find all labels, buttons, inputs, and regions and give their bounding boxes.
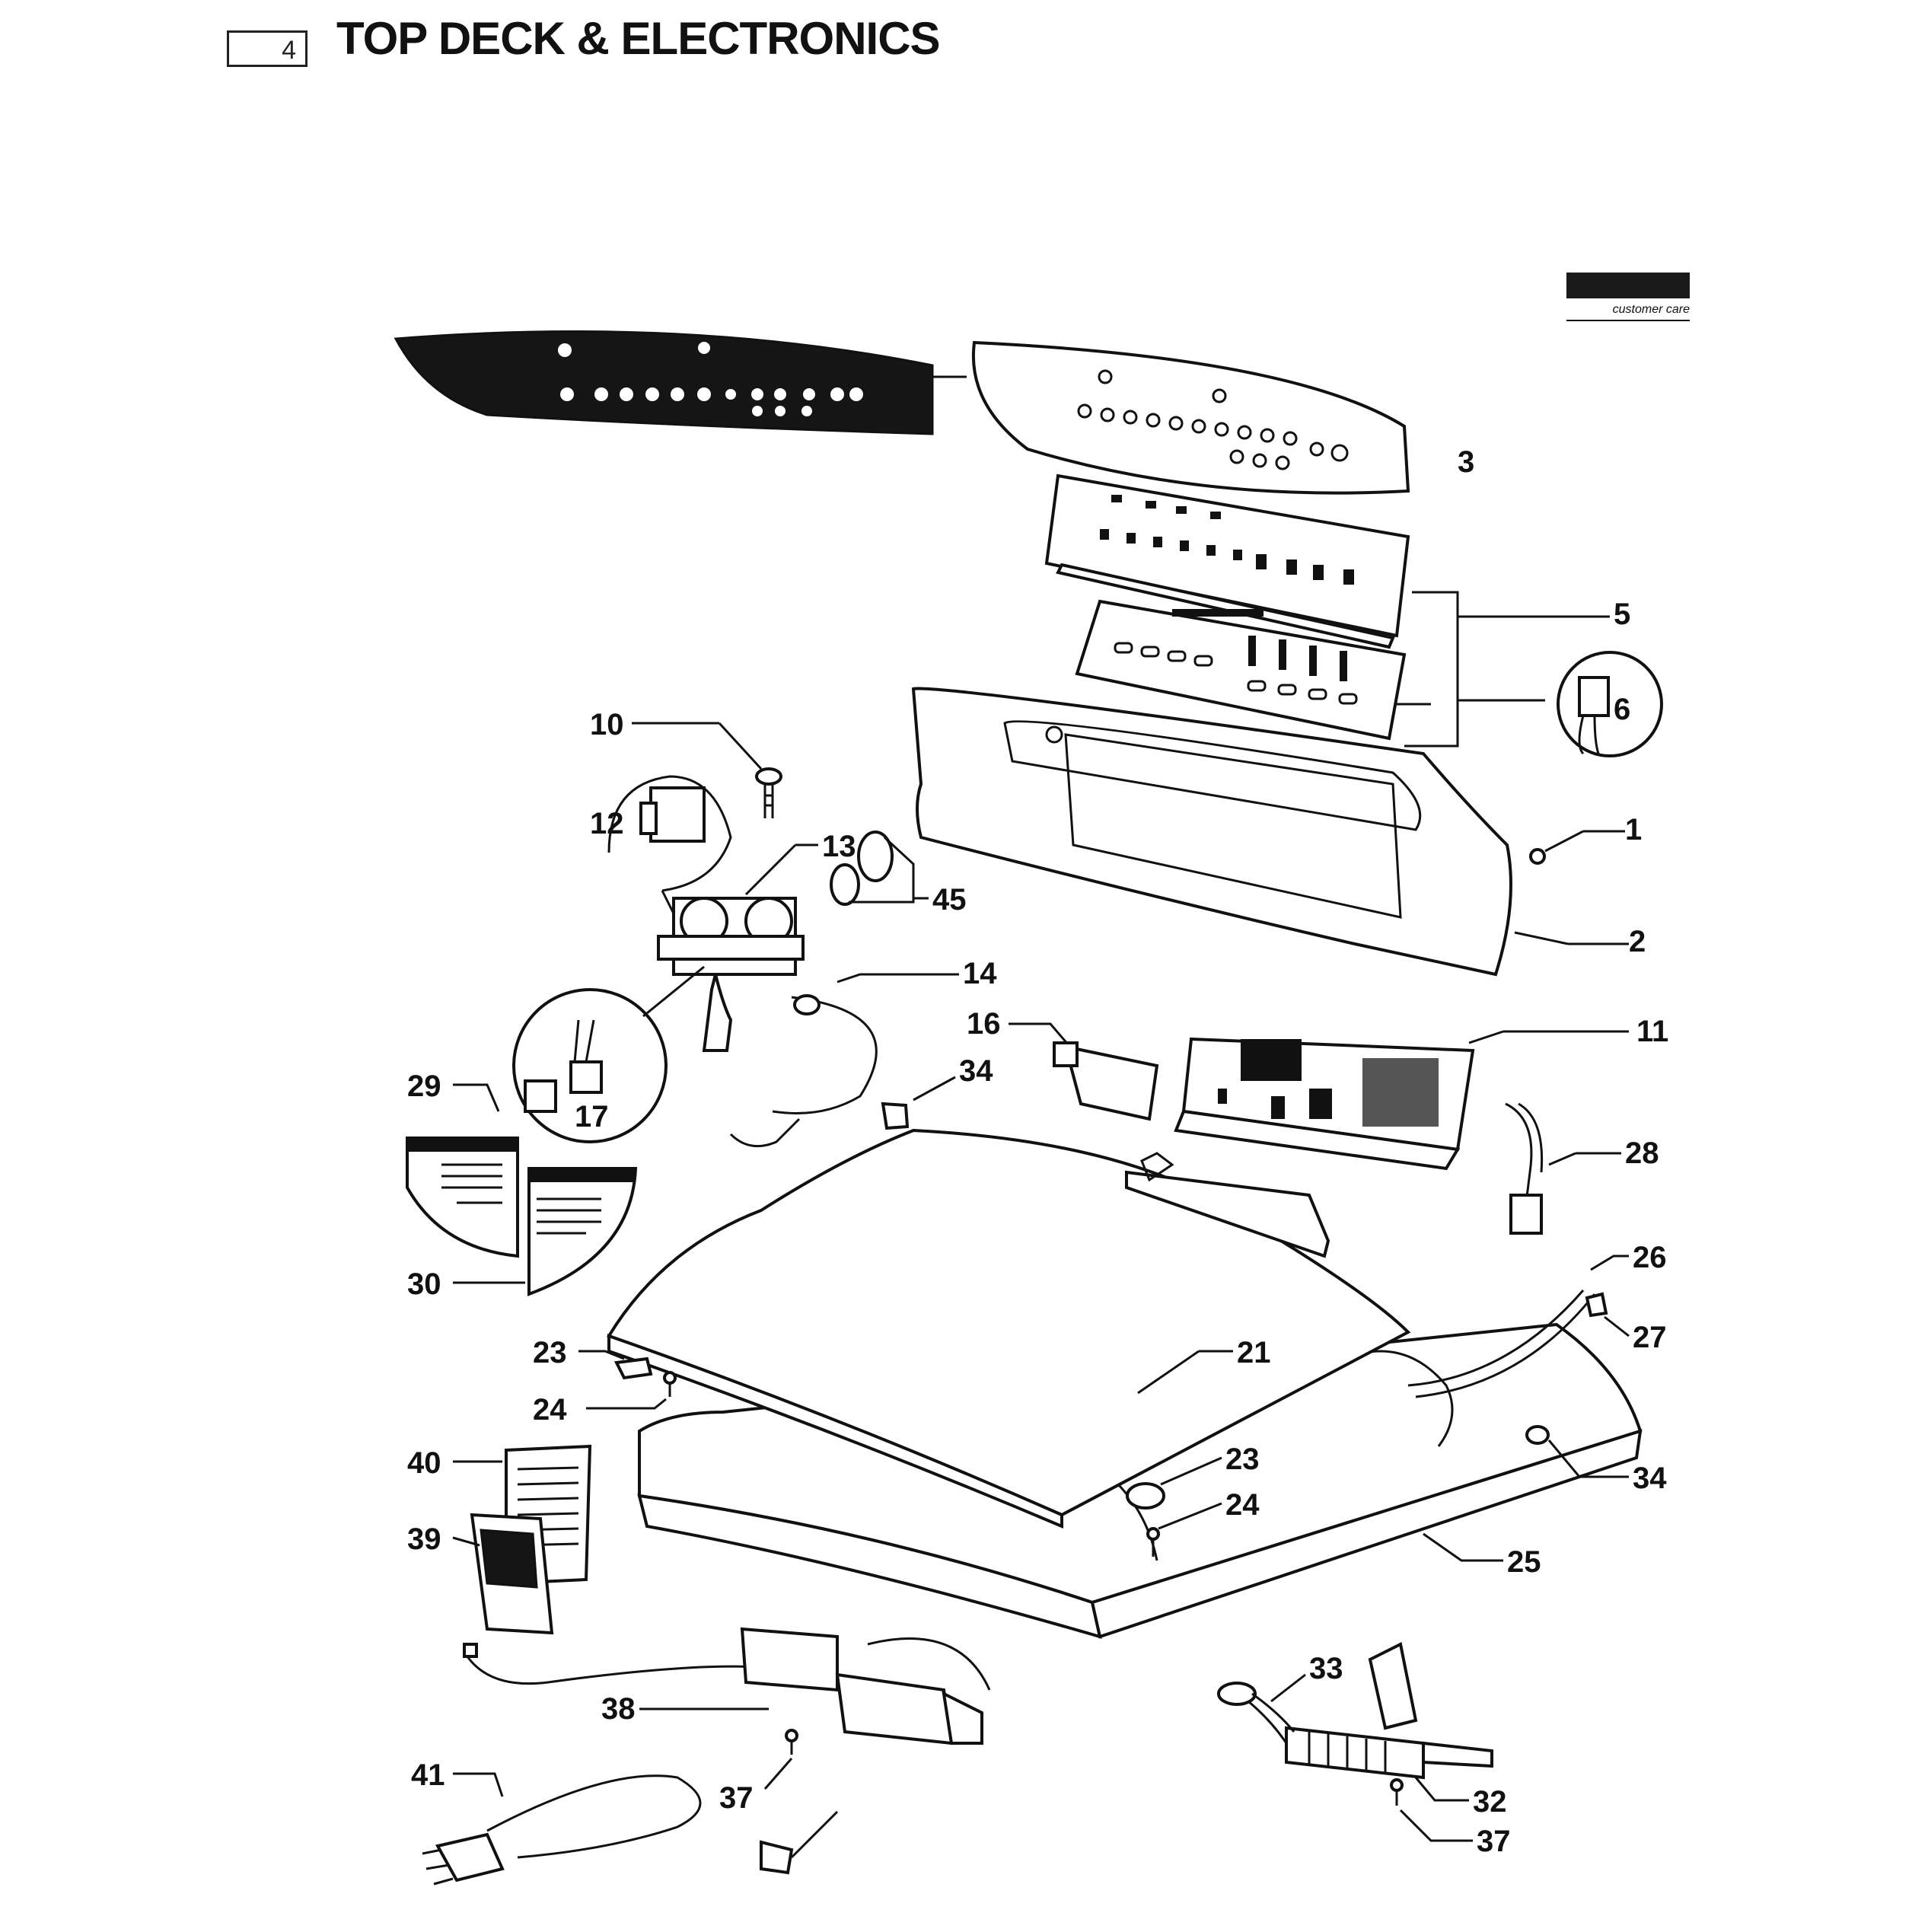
callout-27: 27 [1633,1321,1667,1354]
part-26-hose [1407,1255,1629,1398]
callout-41: 41 [411,1758,445,1792]
part-23-bumper-right [1126,1456,1222,1510]
callout-12: 12 [590,807,624,840]
section-number-box: 4 [227,30,308,67]
part-1-screw [1529,830,1625,865]
part-34-bumper-top [881,1076,956,1130]
callout-17: 17 [575,1100,609,1133]
part-34-bumper-right [1525,1425,1629,1478]
callout-23a: 23 [533,1336,567,1369]
callout-34a: 34 [959,1054,993,1088]
part-28-wire-harness [1505,1102,1621,1235]
callout-24b: 24 [1225,1488,1260,1522]
part-37-screw-right [1390,1778,1473,1842]
part-29-label [406,1083,519,1258]
callout-32: 32 [1473,1785,1507,1819]
part-16-lid-lock [1009,1022,1159,1121]
callout-3: 3 [1458,445,1474,479]
part-39-literature-bag [452,1513,554,1635]
callout-25: 25 [1507,1545,1541,1579]
customer-care-logo-text: customer care [1566,303,1690,321]
part-41-power-cord [422,1772,839,1886]
callout-45: 45 [932,883,967,917]
part-27-clip [1585,1292,1630,1337]
callout-labels: 1 2 3 5 6 10 11 12 13 14 16 17 21 23 23 … [407,445,1668,1858]
part-5-control-board [1044,473,1410,649]
callout-30: 30 [407,1267,441,1301]
console-overlay-dark [394,330,934,435]
part-11-main-board [1174,1037,1475,1171]
part-17-connector-detail [512,965,705,1143]
part-2-console [911,687,1512,977]
callout-14: 14 [963,957,997,990]
lid-hinge-rail [1125,1152,1330,1258]
callout-26: 26 [1633,1241,1667,1274]
part-12-valve-detail [607,775,732,914]
callout-38: 38 [601,1692,636,1726]
callout-33: 33 [1309,1652,1343,1685]
part-3-overlay [971,340,1410,495]
callout-39: 39 [407,1522,441,1556]
callout-5: 5 [1614,598,1630,631]
section-number: 4 [282,36,296,65]
frigidaire-logo-icon [1566,273,1690,298]
part-10-screw [632,722,782,818]
part-37-screw-left [763,1729,798,1790]
part-23-bumper-left [578,1350,653,1380]
part-13-water-valve [657,843,818,1052]
callout-37a: 37 [719,1781,754,1815]
callout-11: 11 [1636,1015,1668,1048]
part-38-filter-assembly [463,1627,991,1745]
callout-6: 6 [1614,693,1630,726]
brand-logo: customer care [1566,273,1690,321]
part-24-screw-right [1146,1502,1222,1557]
callout-16: 16 [967,1007,1001,1041]
callout-23b: 23 [1225,1443,1260,1476]
part-30-label [453,1167,638,1296]
callout-28: 28 [1625,1137,1659,1170]
part-45-inlet-screen [830,831,929,906]
part-24-screw-left [586,1371,677,1410]
callout-21: 21 [1237,1336,1271,1369]
part-33-tube [1217,1673,1306,1744]
part-14-wire [729,973,959,1148]
part-32-pressure-switch [1285,1642,1493,1802]
callout-10: 10 [590,708,624,741]
callout-40: 40 [407,1446,441,1480]
callout-29: 29 [407,1070,441,1103]
callout-13: 13 [822,830,856,863]
part-5-lower-board [1075,599,1407,741]
callout-2: 2 [1629,925,1646,958]
callout-34b: 34 [1633,1462,1667,1495]
callout-24a: 24 [533,1393,567,1427]
page-title: TOP DECK & ELECTRONICS [336,13,941,64]
callout-1: 1 [1625,813,1642,846]
part-6-harness-connector [1557,651,1663,757]
callout-37b: 37 [1477,1825,1511,1858]
